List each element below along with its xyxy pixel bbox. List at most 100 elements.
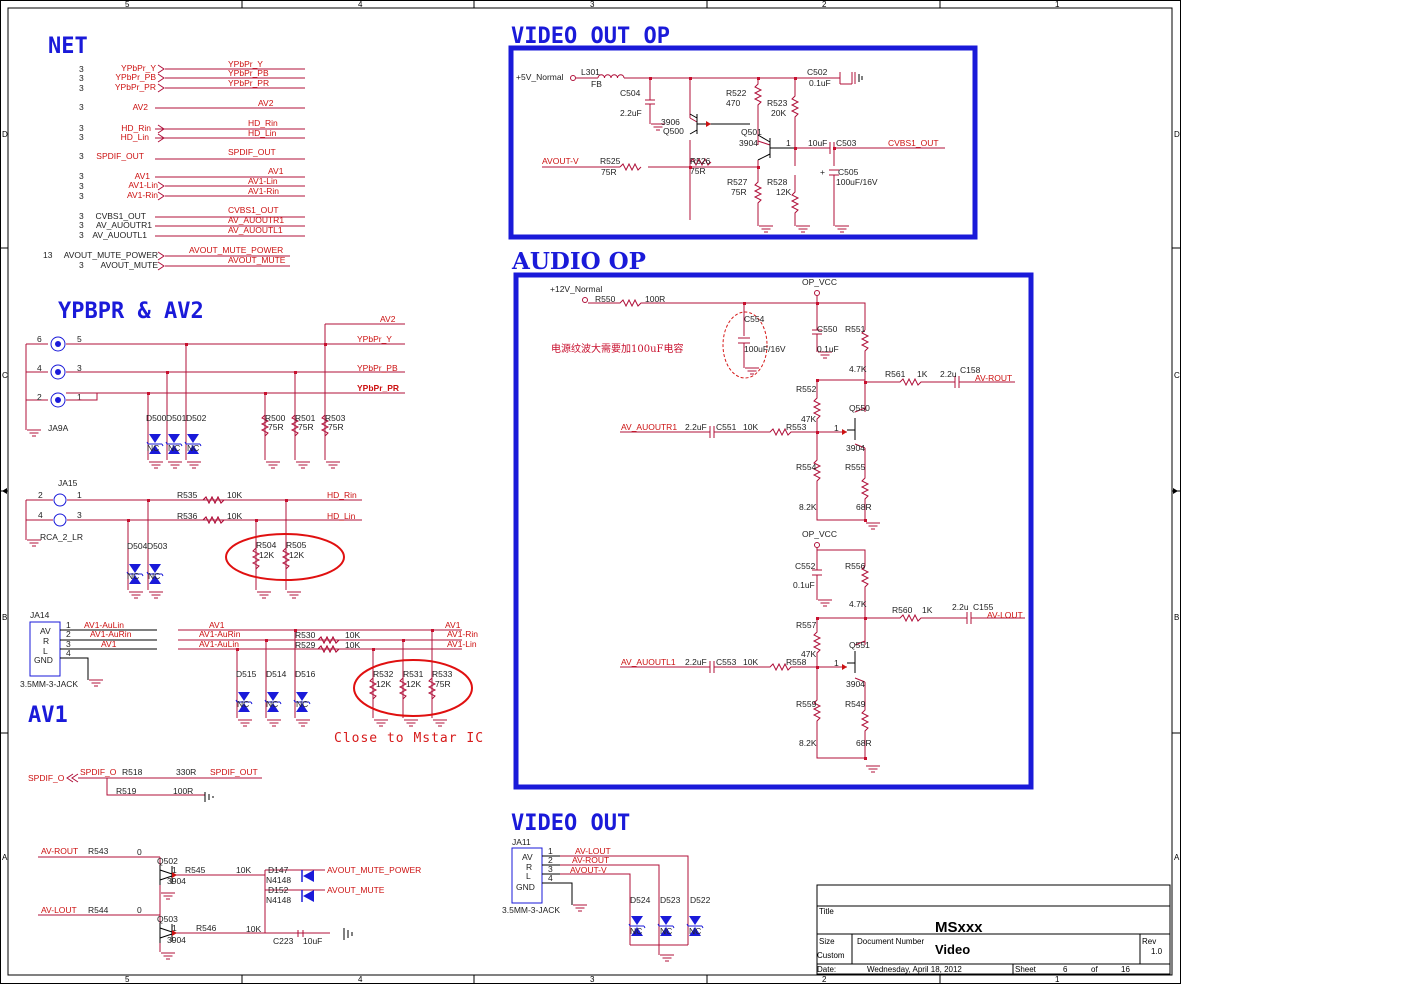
col-label: 3 bbox=[590, 0, 595, 9]
net-page: 13 bbox=[43, 250, 53, 260]
capacitor-value: 2.2uF bbox=[685, 422, 707, 432]
jack-pin: 3 bbox=[66, 639, 71, 649]
date-value: Wednesday, April 18, 2012 bbox=[867, 965, 962, 974]
transistor-type: 3904 bbox=[167, 935, 186, 945]
pin-number: 1 bbox=[834, 658, 839, 668]
resistor-value: 10K bbox=[345, 630, 360, 640]
audio-op-title: AUDIO OP bbox=[511, 248, 646, 275]
resistor-value: 75R bbox=[298, 422, 314, 432]
net-label: HD_Lin bbox=[327, 511, 356, 521]
highlight-ellipse bbox=[353, 659, 473, 717]
capacitor-ref: C554 bbox=[744, 314, 765, 324]
supply-label: +5V_Normal bbox=[516, 72, 564, 82]
resistor-ref: R523 bbox=[767, 98, 788, 108]
resistor-value: 12K bbox=[259, 550, 274, 560]
jack-pin: 4 bbox=[66, 648, 71, 658]
size-label: Size bbox=[819, 937, 835, 946]
net-title: NET bbox=[48, 34, 88, 59]
resistor-ref: R560 bbox=[892, 605, 913, 615]
net-label: AV-ROUT bbox=[41, 846, 78, 856]
resistor-value: 47K bbox=[801, 649, 816, 659]
resistor-value: 1K bbox=[922, 605, 933, 615]
net-page: 3 bbox=[79, 151, 84, 161]
jack-pin: 5 bbox=[77, 334, 82, 344]
capacitor-ref: C504 bbox=[620, 88, 641, 98]
col-label: 3 bbox=[590, 975, 595, 984]
transistor-type: 3904 bbox=[739, 138, 758, 148]
net-label: AVOUT_MUTE_POWER bbox=[327, 865, 421, 875]
ripple-note: 电源纹波大需要加100uF电容 bbox=[551, 342, 683, 355]
nc-label: NC bbox=[127, 571, 139, 581]
net-port: AV1-Lin bbox=[128, 180, 158, 190]
nc-label: NC bbox=[266, 699, 278, 709]
col-label: 1 bbox=[1055, 975, 1060, 984]
resistor-ref: R553 bbox=[786, 422, 807, 432]
nc-label: NC bbox=[237, 699, 249, 709]
av1-title: AV1 bbox=[28, 703, 68, 728]
transistor-ref: Q502 bbox=[157, 856, 178, 866]
resistor-value: 12K bbox=[776, 187, 791, 197]
jack-pin: 1 bbox=[77, 392, 82, 402]
jack-label: GND bbox=[34, 655, 53, 665]
jack-ref: JA14 bbox=[30, 610, 50, 620]
col-label: 2 bbox=[822, 975, 827, 984]
resistor-ref: R501 bbox=[295, 413, 316, 423]
resistor-value: 10K bbox=[227, 511, 242, 521]
resistor-value: 100R bbox=[173, 786, 193, 796]
jack-pin: 2 bbox=[548, 855, 553, 865]
net-label: AV1 bbox=[101, 639, 117, 649]
capacitor-value: 10uF bbox=[303, 936, 322, 946]
capacitor-ref: C551 bbox=[716, 422, 737, 432]
rev-value: 1.0 bbox=[1151, 947, 1163, 956]
jack-label: AV bbox=[40, 626, 51, 636]
doc-number-label: Document Number bbox=[857, 937, 924, 946]
resistor-value: 4.7K bbox=[849, 599, 867, 609]
inductor-value: FB bbox=[591, 79, 602, 89]
rev-label: Rev bbox=[1142, 937, 1156, 946]
diode-ref: D503 bbox=[147, 541, 168, 551]
net-label: AV1-AuRin bbox=[90, 629, 132, 639]
net-label: AV1-AuRin bbox=[199, 629, 241, 639]
supply-label: +12V_Normal bbox=[550, 284, 602, 294]
row-label: B bbox=[2, 613, 7, 622]
net-label: AVOUT_MUTE bbox=[228, 255, 286, 265]
title-block: Title MSxxx Size Custom Document Number … bbox=[816, 884, 1171, 975]
net-port: SPDIF_OUT bbox=[96, 151, 144, 161]
net-label: SPDIF_OUT bbox=[210, 767, 258, 777]
net-label: AV1 bbox=[209, 620, 225, 630]
net-label: AV1-AuLin bbox=[84, 620, 124, 630]
resistor-ref: R559 bbox=[796, 699, 817, 709]
capacitor-value: 100uF/16V bbox=[836, 177, 878, 187]
hd-input-circuit: JA15 2 1 4 3 RCA_2_LR R535 10K R536 10K … bbox=[25, 478, 362, 599]
video-out-op-title: VIDEO OUT OP bbox=[511, 24, 670, 49]
net-label: YPbPr_PB bbox=[228, 68, 269, 78]
diode-ref: D152 bbox=[268, 885, 289, 895]
net-label: CVBS1_OUT bbox=[888, 138, 939, 148]
resistor-ref: R555 bbox=[845, 462, 866, 472]
net-label: YPbPr_PB bbox=[357, 363, 398, 373]
jack-pin: 4 bbox=[38, 510, 43, 520]
capacitor-value: 2.2u bbox=[940, 369, 957, 379]
net-port: AV_AUOUTL1 bbox=[92, 230, 147, 240]
net-label: AV1-AuLin bbox=[199, 639, 239, 649]
net-page: 3 bbox=[79, 220, 84, 230]
net-page: 3 bbox=[79, 64, 84, 74]
net-label: HD_Rin bbox=[327, 490, 357, 500]
audio-op-circuit: +12V_Normal R550 100R OP_VCC C550 0.1uF … bbox=[550, 277, 1025, 773]
jack-pin: 3 bbox=[77, 510, 82, 520]
capacitor-ref: C158 bbox=[960, 365, 981, 375]
col-label: 4 bbox=[358, 0, 363, 9]
resistor-value: 68R bbox=[856, 738, 872, 748]
mute-circuit: AV-ROUT R543 0 AV-LOUT R544 0 Q502 3904 … bbox=[38, 846, 421, 960]
net-label: AVOUT_MUTE bbox=[327, 885, 385, 895]
jack-pin: 2 bbox=[38, 490, 43, 500]
resistor-ref: R558 bbox=[786, 657, 807, 667]
net-port: AVOUT_MUTE_POWER bbox=[64, 250, 158, 260]
sheet-value: 6 bbox=[1063, 965, 1068, 974]
resistor-ref: R529 bbox=[295, 640, 316, 650]
diode-ref: D501 bbox=[166, 413, 187, 423]
jack-label: GND bbox=[516, 882, 535, 892]
net-page: 3 bbox=[79, 171, 84, 181]
capacitor-value: 0.1uF bbox=[817, 344, 839, 354]
net-port: AVOUT_MUTE bbox=[101, 260, 159, 270]
